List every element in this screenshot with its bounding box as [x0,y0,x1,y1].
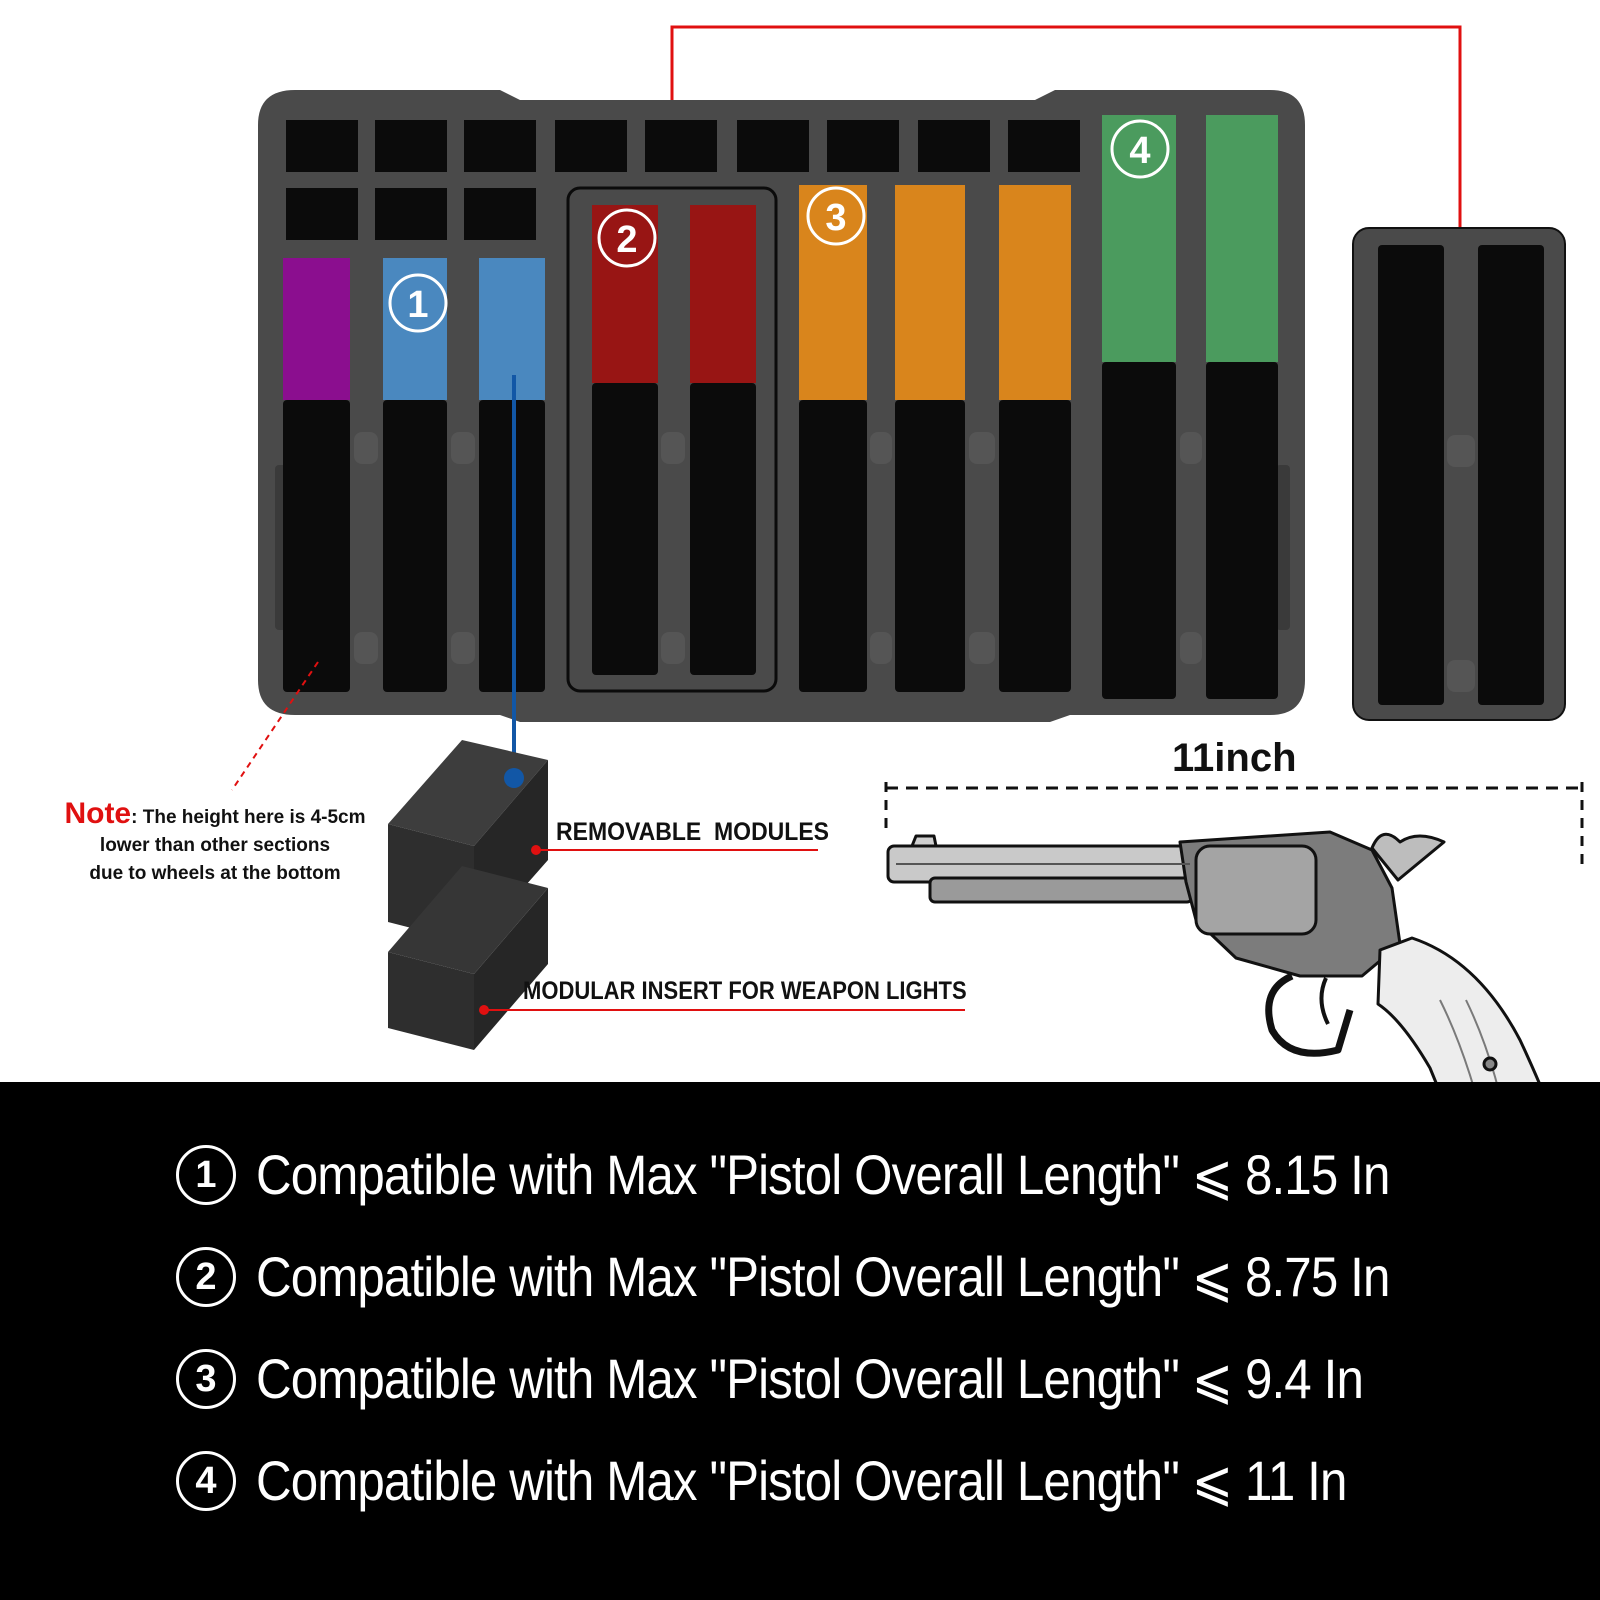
accessory-slot [375,188,447,240]
slot-color-red [592,205,658,383]
note-pointer-line [231,661,319,791]
revolver-front-sight [910,834,938,848]
note-line2: lower than other sections [99,835,331,856]
callout-4-icon [1110,119,1170,179]
spec-row-3: 3 Compatible with Max "Pistol Overall Le… [176,1346,1514,1412]
revolver-trigger-guard [1265,972,1354,1057]
accessory-slot [645,120,717,172]
note-word: Note [64,797,132,830]
accessory-slot [286,188,358,240]
module-lower-top [388,866,548,974]
finger-groove [354,632,378,664]
accessory-slots [286,120,1080,240]
note-line3: due to wheels at the bottom [89,863,341,884]
revolver-trigger [1319,977,1330,1025]
finger-groove [969,432,995,464]
modular-insert-label: MODULAR INSERT FOR WEAPON LIGHTS [523,977,967,1005]
side-slot [1378,245,1444,705]
slot-color-orange [999,185,1071,400]
finger-groove [354,432,378,464]
spec-num-3: 3 [176,1349,236,1409]
modular-pointer-dot [479,1005,489,1015]
removable-pointer-dot [531,845,541,855]
section-2-outline [566,186,778,693]
spec-panel: 1 Compatible with Max "Pistol Overall Le… [0,1082,1600,1600]
accessory-slot [555,120,627,172]
slot-color-red [690,205,756,383]
revolver-grip-screw [1482,1056,1498,1072]
note-block: Note: The height here is 4-5cm lower tha… [60,797,370,888]
slot-color-green [1206,115,1278,362]
finger-groove [661,432,685,464]
module-lower-front [388,952,474,1050]
revolver-hammer [1370,832,1446,882]
accessory-slot [737,120,809,172]
finger-groove [1180,432,1202,464]
slot-color-blue [383,258,447,400]
module-pointer-dot [504,768,524,788]
accessory-slot [464,120,536,172]
slot-body [999,400,1071,692]
accessory-slot [1008,120,1080,172]
callout-4-label: 4 [1129,130,1150,172]
revolver-icon [886,830,1570,1181]
slot-color-purple [283,258,350,400]
finger-groove [661,632,685,664]
spec-num-4: 4 [176,1451,236,1511]
dimension-label: 11inch [1172,736,1297,780]
module-top-face [388,740,548,846]
slot-color-orange [895,185,965,400]
spec-text-4: Compatible with Max "Pistol Overall Leng… [256,1449,1347,1512]
finger-groove [870,432,892,464]
spec-row-1: 1 Compatible with Max "Pistol Overall Le… [176,1142,1544,1208]
finger-groove [870,632,892,664]
callout-2-icon [597,208,657,268]
finger-grooves [354,432,1202,664]
accessory-slot [918,120,990,172]
slot-body [895,400,965,692]
accessory-slot [827,120,899,172]
slot-body [383,400,447,692]
slot-body [592,383,658,675]
spec-num-1: 1 [176,1145,236,1205]
slot-body [1102,362,1176,699]
revolver-ejector [928,876,1194,904]
callout-3-label: 3 [825,197,846,239]
slot-color-orange [799,185,867,400]
accessory-slot [375,120,447,172]
spec-num-2: 2 [176,1247,236,1307]
foam-side-notch-right [1276,465,1290,630]
slot-body [1206,362,1278,699]
finger-groove [1180,632,1202,664]
spec-row-4: 4 Compatible with Max "Pistol Overall Le… [176,1448,1495,1514]
spec-text-1: Compatible with Max "Pistol Overall Leng… [256,1143,1390,1206]
accessory-slot [464,188,536,240]
finger-groove [1447,435,1475,467]
callout-circles [388,119,1170,333]
revolver-cylinder [1194,844,1318,936]
finger-groove [1447,660,1475,692]
finger-groove [969,632,995,664]
finger-groove [451,432,475,464]
note-line1: : The height here is 4-5cm [131,807,366,828]
callout-2-label: 2 [616,219,637,261]
callout-1-icon [388,273,448,333]
finger-groove [451,632,475,664]
callout-1-label: 1 [407,284,428,326]
slot-body [799,400,867,692]
spec-text-2: Compatible with Max "Pistol Overall Leng… [256,1245,1390,1308]
removable-modules-label: REMOVABLE MODULES [556,818,830,846]
side-slot [1478,245,1544,705]
slot-body [690,383,756,675]
slot-body [283,400,350,692]
callout-3-icon [806,186,866,246]
spec-row-2: 2 Compatible with Max "Pistol Overall Le… [176,1244,1544,1310]
spec-text-3: Compatible with Max "Pistol Overall Leng… [256,1347,1364,1410]
accessory-slot [286,120,358,172]
